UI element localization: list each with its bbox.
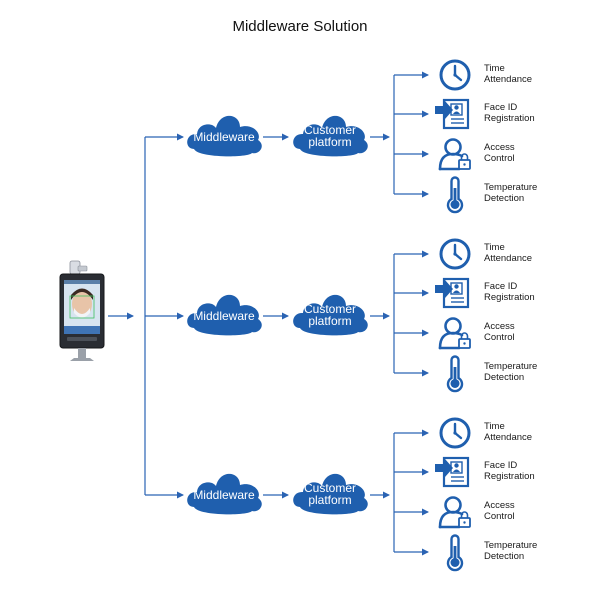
cloud-shape <box>187 294 262 336</box>
cloud-shape <box>187 115 262 157</box>
output-label: Time <box>484 421 505 432</box>
cloud-shape <box>293 115 368 157</box>
thermometer-icon <box>446 176 464 214</box>
output-label: Access <box>484 500 515 511</box>
output-label: Access <box>484 142 515 153</box>
middleware-label: Middleware <box>193 488 255 502</box>
cloud-shape <box>293 473 368 515</box>
output-label: Registration <box>484 292 535 303</box>
clock-icon <box>439 59 471 91</box>
face-id-card-icon <box>435 98 470 130</box>
middleware-cloud: Middleware <box>187 473 262 515</box>
face-terminal-device <box>59 260 105 361</box>
user-lock-icon <box>438 496 471 529</box>
customer-platform-label: Customer <box>304 481 356 495</box>
output-label: Control <box>484 153 515 164</box>
output-label: Temperature <box>484 182 537 193</box>
output-label: Temperature <box>484 361 537 372</box>
customer-platform-label: Customer <box>304 123 356 137</box>
face-recognition-terminal-icon <box>59 260 105 361</box>
customer-platform-label: platform <box>308 135 351 149</box>
thermometer-icon <box>446 534 464 572</box>
output-label: Face ID <box>484 460 517 471</box>
thermometer-icon <box>446 355 464 393</box>
user-lock-icon <box>438 317 471 350</box>
output-label: Attendance <box>484 432 532 443</box>
customer-platform-label: Customer <box>304 302 356 316</box>
output-label: Temperature <box>484 540 537 551</box>
output-label: Face ID <box>484 102 517 113</box>
output-label: Attendance <box>484 74 532 85</box>
middleware-label: Middleware <box>193 130 255 144</box>
middleware-cloud: Middleware <box>187 115 262 157</box>
cloud-shape <box>187 473 262 515</box>
diagram-title: Middleware Solution <box>232 18 367 35</box>
output-label: Time <box>484 63 505 74</box>
output-label: Detection <box>484 372 524 383</box>
output-label: Face ID <box>484 281 517 292</box>
output-label: Time <box>484 242 505 253</box>
output-label: Detection <box>484 551 524 562</box>
clock-icon <box>439 417 471 449</box>
middleware-cloud: Middleware <box>187 294 262 336</box>
output-label: Detection <box>484 193 524 204</box>
middleware-label: Middleware <box>193 309 255 323</box>
cloud-shape <box>293 294 368 336</box>
user-lock-icon <box>438 138 471 171</box>
output-label: Control <box>484 511 515 522</box>
clock-icon <box>439 238 471 270</box>
output-label: Control <box>484 332 515 343</box>
output-label: Registration <box>484 113 535 124</box>
output-label: Access <box>484 321 515 332</box>
customer-platform-label: platform <box>308 493 351 507</box>
connector-lines <box>108 71 429 556</box>
customer-platform-label: platform <box>308 314 351 328</box>
face-id-card-icon <box>435 277 470 309</box>
face-id-card-icon <box>435 456 470 488</box>
output-label: Registration <box>484 471 535 482</box>
output-label: Attendance <box>484 253 532 264</box>
